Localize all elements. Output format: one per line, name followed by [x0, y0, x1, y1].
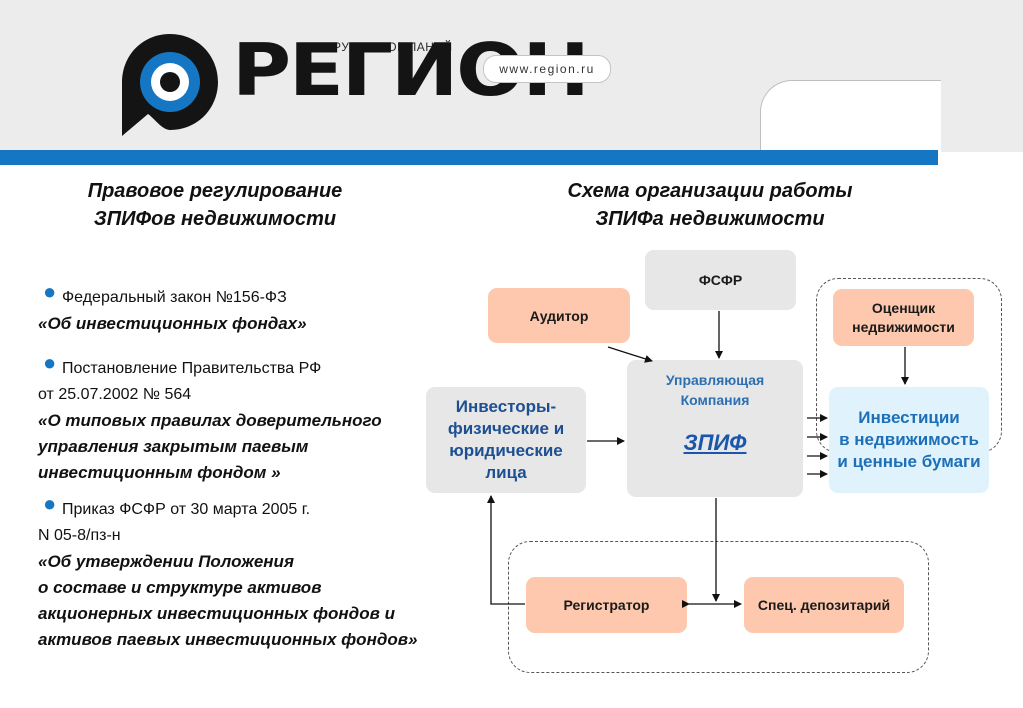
node-invest-line1: Инвестиции: [858, 408, 960, 427]
node-investors: Инвесторы- физические и юридические лица: [426, 387, 586, 493]
legal-title-line2: ЗПИФов недвижимости: [93, 208, 337, 230]
legal-item-order: ● Приказ ФСФР от 30 марта 2005 г. N 05-8…: [38, 491, 458, 653]
legal-item-line: инвестиционным фондом »: [38, 463, 281, 482]
node-valuer: Оценщик недвижимости: [833, 289, 974, 346]
scheme-section-title: Схема организации работы ЗПИФа недвижимо…: [505, 177, 915, 233]
website-link[interactable]: www.region.ru: [483, 55, 611, 83]
legal-item-line: «Об утверждении Положения: [38, 552, 294, 571]
legal-item-head: Приказ ФСФР от 30 марта 2005 г.: [62, 501, 311, 518]
arrow-auditor-to-uk: [607, 346, 653, 363]
legal-section-title: Правовое регулирование ЗПИФов недвижимос…: [50, 177, 380, 233]
header-curve-decoration: [760, 80, 941, 153]
logo-group-label: ГРУППА КОМПАНИЙ: [326, 40, 453, 54]
bullet-icon: ●: [43, 350, 57, 375]
legal-item-sub: N 05-8/пз-н: [38, 527, 121, 544]
node-investments: Инвестиции в недвижимость и ценные бумаг…: [829, 387, 989, 493]
node-investors-line3: юридические: [449, 441, 563, 460]
node-investors-line2: физические и: [447, 419, 565, 438]
node-valuer-line1: Оценщик: [871, 299, 936, 316]
node-uk-line1: Управляющая: [665, 372, 765, 388]
scheme-title-line1: Схема организации работы: [567, 180, 853, 202]
node-invest-line3: и ценные бумаги: [837, 452, 981, 471]
node-registrar: Регистратор: [526, 577, 687, 633]
node-uk-line2: Компания: [680, 392, 750, 408]
node-valuer-line2: недвижимости: [852, 318, 955, 335]
infrastructure-group-frame: [508, 541, 929, 673]
node-invest-line2: в недвижимость: [839, 430, 979, 449]
legal-item-line: о составе и структуре активов: [38, 578, 322, 597]
legal-item-line: акционерных инвестиционных фондов и: [38, 604, 395, 623]
legal-item-line: управления закрытым паевым: [38, 437, 309, 456]
legal-item-sub: от 25.07.2002 № 564: [38, 386, 192, 403]
scheme-title-line2: ЗПИФа недвижимости: [595, 208, 825, 230]
bullet-icon: ●: [43, 279, 57, 304]
node-zpif-link[interactable]: ЗПИФ: [683, 430, 747, 455]
legal-item-line: «Об инвестиционных фондах»: [38, 314, 307, 333]
legal-item-head: Федеральный закон №156-ФЗ: [62, 289, 287, 306]
legal-title-line1: Правовое регулирование: [87, 180, 343, 202]
region-logo-icon: [122, 34, 218, 136]
node-management-company: Управляющая Компания ЗПИФ: [627, 360, 803, 497]
legal-item-law: ● Федеральный закон №156-ФЗ «Об инвестиц…: [38, 279, 458, 337]
legal-item-resolution: ● Постановление Правительства РФ от 25.0…: [38, 350, 458, 486]
node-fsfr: ФСФР: [645, 250, 796, 310]
node-investors-line1: Инвесторы-: [455, 397, 557, 416]
node-depository: Спец. депозитарий: [744, 577, 904, 633]
legal-item-line: «О типовых правилах доверительного: [38, 411, 382, 430]
legal-item-head: Постановление Правительства РФ: [62, 360, 322, 377]
node-auditor: Аудитор: [488, 288, 630, 343]
header-blue-bar: [0, 150, 938, 165]
node-investors-line4: лица: [485, 463, 527, 482]
bullet-icon: ●: [43, 491, 57, 516]
legal-item-line: активов паевых инвестиционных фондов»: [38, 630, 418, 649]
